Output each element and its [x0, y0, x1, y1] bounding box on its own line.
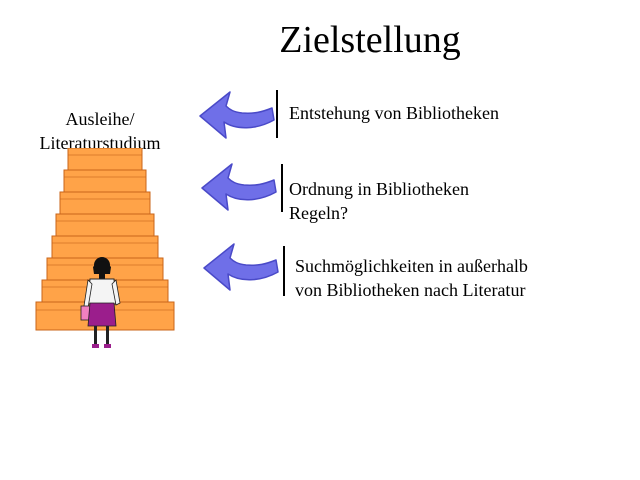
- divider-line: [281, 164, 283, 212]
- item-text-2: Ordnung in Bibliotheken Regeln?: [289, 179, 469, 223]
- slide-title: Zielstellung: [279, 19, 461, 61]
- divider-line: [283, 246, 285, 296]
- divider-line: [276, 90, 278, 138]
- staircase-icon: [35, 148, 175, 331]
- item-text-1: Entstehung von Bibliotheken: [289, 103, 499, 123]
- item-text-3: Suchmöglichkeiten in außerhalb von Bibli…: [295, 256, 528, 300]
- person-icon: [80, 257, 121, 348]
- curved-arrow-left-icon: [203, 243, 279, 291]
- staircase-with-person-image: [35, 148, 175, 348]
- curved-arrow-left-icon: [199, 91, 275, 139]
- curved-arrow-left-icon: [201, 163, 277, 211]
